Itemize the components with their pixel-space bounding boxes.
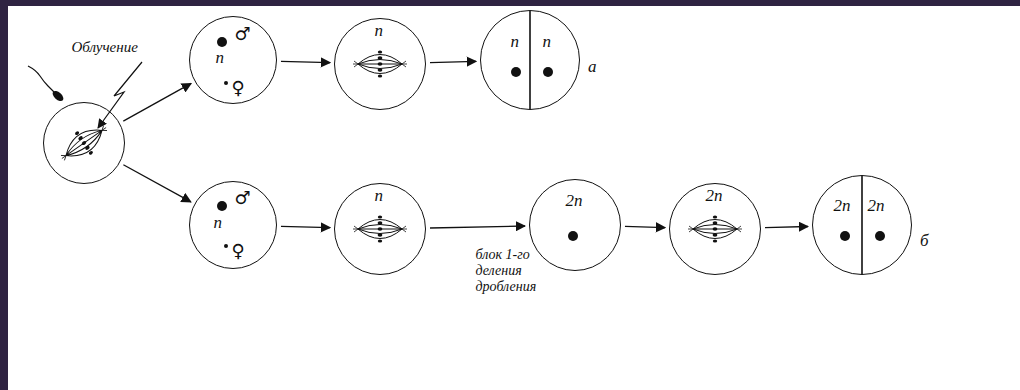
spindle-circle: 2n [669, 183, 761, 275]
slide-bar [0, 0, 1020, 6]
nuclei [511, 67, 885, 241]
sex-symbol: ♂ [234, 188, 250, 208]
diploid-circle: 2n [529, 179, 621, 271]
arrow [281, 61, 330, 62]
two-cell-circle: nn [480, 10, 580, 110]
ploidy-label: n [510, 33, 519, 52]
ploidy-label: n [215, 49, 224, 68]
zygote-circle: Облучение [43, 102, 125, 184]
ploidy-label: 2n [833, 197, 850, 216]
sperm [28, 66, 65, 103]
panel-letter: б [920, 232, 929, 251]
irradiation-bolt [98, 62, 142, 128]
arrow [430, 61, 476, 62]
spindle [688, 215, 742, 242]
spindle [54, 116, 114, 169]
spindle [353, 215, 407, 242]
arrow [281, 226, 330, 227]
panel-letter: а [588, 58, 597, 77]
sex-symbol: ♀ [231, 241, 244, 261]
sex-symbol: ♀ [231, 78, 244, 98]
spindle-circle: n [334, 183, 426, 275]
arrow [430, 226, 525, 228]
edge-label: блок 1-го деления дробления [476, 247, 537, 295]
ploidy-label: 2n [867, 197, 884, 216]
cleavage-line [529, 11, 531, 109]
ploidy-label: 2n [565, 192, 582, 211]
two-cell-circle: 2n 2n [812, 175, 912, 275]
treatment-label: Облучение [71, 39, 137, 56]
ploidy-label: n [374, 187, 383, 206]
egg-circle: ♂ n ♀ [189, 16, 277, 104]
ploidy-label: n [542, 33, 551, 52]
slide-bar [0, 0, 8, 390]
arrow [123, 83, 191, 121]
arrow [123, 165, 190, 202]
arrow [765, 227, 808, 228]
ploidy-label: n [374, 22, 383, 41]
spindle-circle: n [334, 18, 426, 110]
sex-symbol: ♂ [234, 24, 250, 44]
cleavage-line [861, 176, 863, 274]
ploidy-label: n [213, 214, 222, 233]
spindle [353, 50, 407, 77]
arrow [625, 226, 665, 227]
egg-circle: ♂ n ♀ [189, 181, 277, 269]
ploidy-label: 2n [705, 187, 722, 206]
